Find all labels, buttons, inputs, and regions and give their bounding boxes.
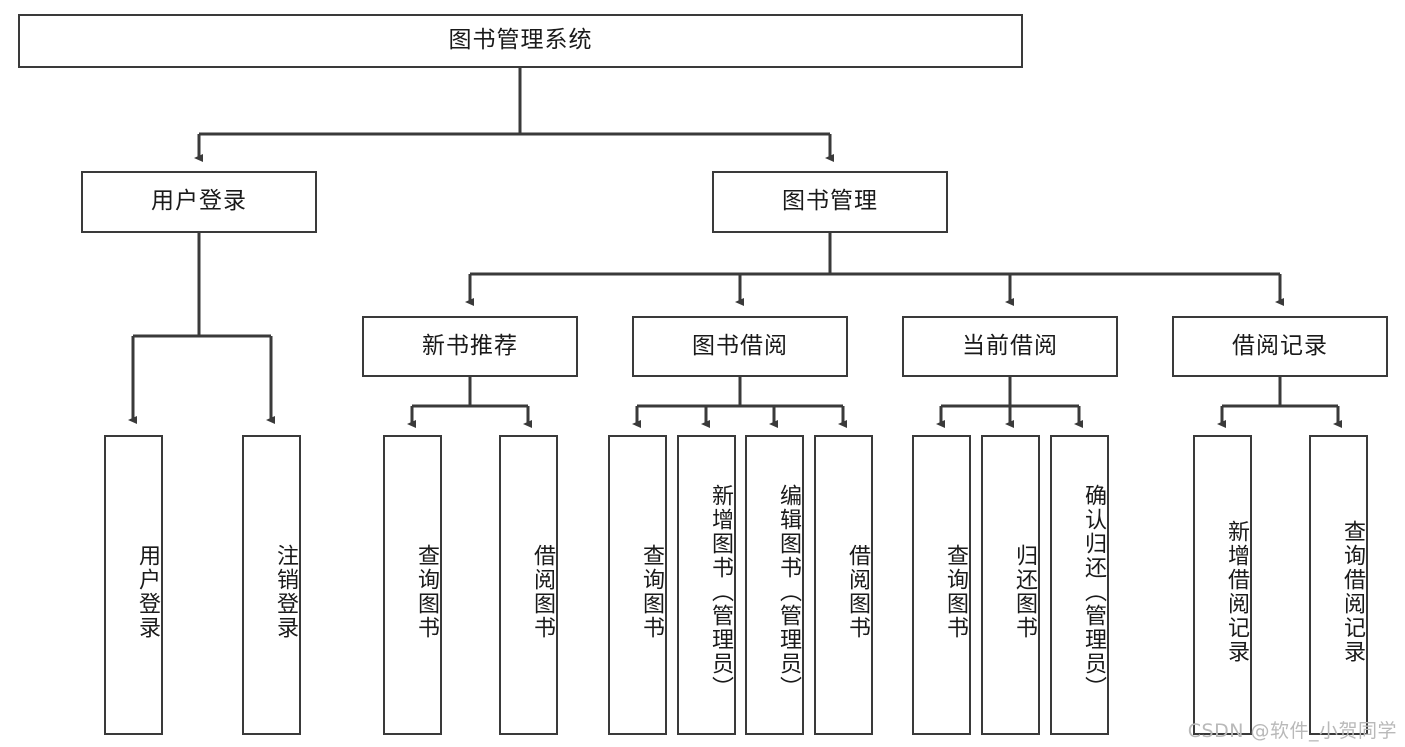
leaf-label: 新增图书（管理员） [708,484,733,700]
node-borrow-record[interactable]: 借阅记录 [1172,316,1388,377]
node-leaf-query-book-2[interactable]: 查询图书 [608,435,667,735]
leaf-label: 查询图书 [943,544,968,640]
leaf-label: 借阅图书 [530,544,555,640]
node-book-management-label: 图书管理 [782,188,878,215]
node-root[interactable]: 图书管理系统 [18,14,1023,68]
node-new-book-recommend[interactable]: 新书推荐 [362,316,578,377]
node-user-login[interactable]: 用户登录 [81,171,317,233]
node-leaf-query-record[interactable]: 查询借阅记录 [1309,435,1368,735]
node-book-borrow-label: 图书借阅 [692,332,788,359]
leaf-label: 注销登录 [273,544,298,640]
node-leaf-borrow-book-1[interactable]: 借阅图书 [499,435,558,735]
leaf-label: 归还图书 [1012,544,1037,640]
leaf-label: 查询图书 [639,544,664,640]
node-root-label: 图书管理系统 [448,27,593,54]
leaf-label: 借阅图书 [845,544,870,640]
leaf-label: 编辑图书（管理员） [776,484,801,700]
node-leaf-edit-book[interactable]: 编辑图书（管理员） [745,435,804,735]
node-leaf-add-record[interactable]: 新增借阅记录 [1193,435,1252,735]
node-leaf-confirm-return[interactable]: 确认归还（管理员） [1050,435,1109,735]
node-leaf-query-book-3[interactable]: 查询图书 [912,435,971,735]
node-new-book-recommend-label: 新书推荐 [422,332,518,359]
node-leaf-logout[interactable]: 注销登录 [242,435,301,735]
watermark: CSDN @软件_小贺同学 [1187,720,1397,742]
leaf-label: 用户登录 [135,544,160,640]
leaf-label: 确认归还（管理员） [1081,484,1106,700]
node-current-borrow[interactable]: 当前借阅 [902,316,1118,377]
leaf-label: 查询借阅记录 [1340,520,1365,664]
leaf-label: 查询图书 [414,544,439,640]
node-leaf-query-book-1[interactable]: 查询图书 [383,435,442,735]
node-user-login-label: 用户登录 [151,188,247,215]
node-borrow-record-label: 借阅记录 [1232,332,1328,359]
leaf-label: 新增借阅记录 [1224,520,1249,664]
node-book-management[interactable]: 图书管理 [712,171,948,233]
node-leaf-add-book[interactable]: 新增图书（管理员） [677,435,736,735]
node-leaf-return-book[interactable]: 归还图书 [981,435,1040,735]
node-leaf-user-login[interactable]: 用户登录 [104,435,163,735]
node-current-borrow-label: 当前借阅 [962,332,1058,359]
node-leaf-borrow-book-2[interactable]: 借阅图书 [814,435,873,735]
node-book-borrow[interactable]: 图书借阅 [632,316,848,377]
